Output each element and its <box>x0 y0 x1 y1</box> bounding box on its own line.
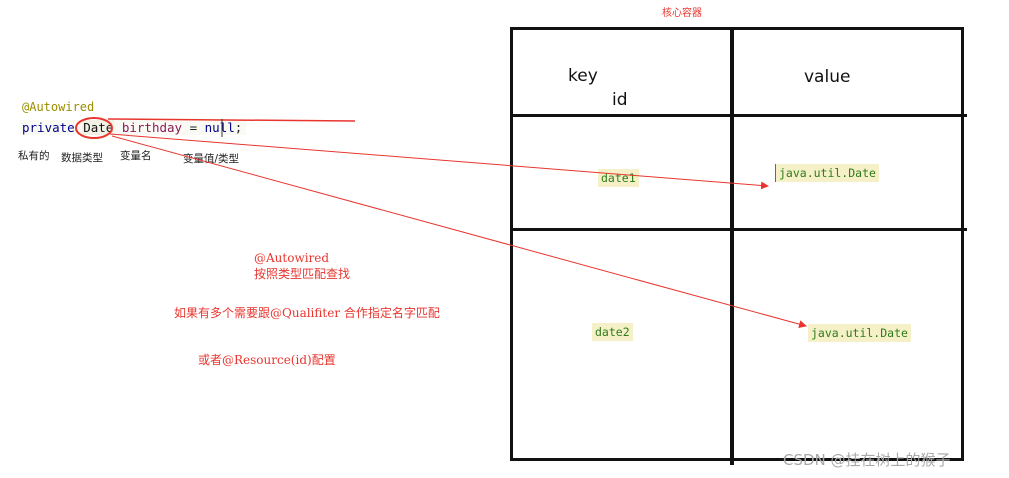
container-title: 核心容器 <box>662 8 702 19</box>
container-table <box>510 27 964 461</box>
declaration-underline <box>107 118 356 122</box>
table-row-divider <box>510 114 967 117</box>
field-name: birthday <box>121 120 183 135</box>
table-key-cell: date2 <box>592 323 633 341</box>
label-private: 私有的 <box>18 150 50 162</box>
private-keyword: private <box>22 120 75 135</box>
autowired-annotation: @Autowired <box>22 100 95 114</box>
arrow-to-date2-value <box>111 135 807 329</box>
header-value: value <box>804 67 851 87</box>
table-value-cell: java.util.Date <box>808 324 911 342</box>
field-type: Date <box>82 120 115 135</box>
label-variable-value: 变量值/类型 <box>183 153 240 165</box>
table-column-divider <box>730 27 734 465</box>
note-qualifier: 如果有多个需要跟@Qualifiter 合作指定名字匹配 <box>174 306 440 320</box>
watermark: CSDN @挂在树上的猴子 <box>783 451 951 469</box>
assign-operator: = <box>182 120 205 135</box>
table-value-cell: java.util.Date <box>775 164 879 182</box>
table-row-divider <box>510 228 967 231</box>
field-value: null <box>204 120 235 135</box>
note-match-by-type: 按照类型匹配查找 <box>254 267 351 281</box>
header-key: key <box>568 66 598 86</box>
semicolon: ; <box>234 120 243 135</box>
note-resource: 或者@Resource(id)配置 <box>198 353 336 367</box>
note-autowired: @Autowired <box>254 251 330 265</box>
label-variable-name: 变量名 <box>120 150 152 162</box>
header-id: id <box>612 90 628 110</box>
type-highlight-ellipse <box>75 117 113 139</box>
arrow-to-date1-value <box>109 133 769 190</box>
label-data-type: 数据类型 <box>61 152 103 164</box>
